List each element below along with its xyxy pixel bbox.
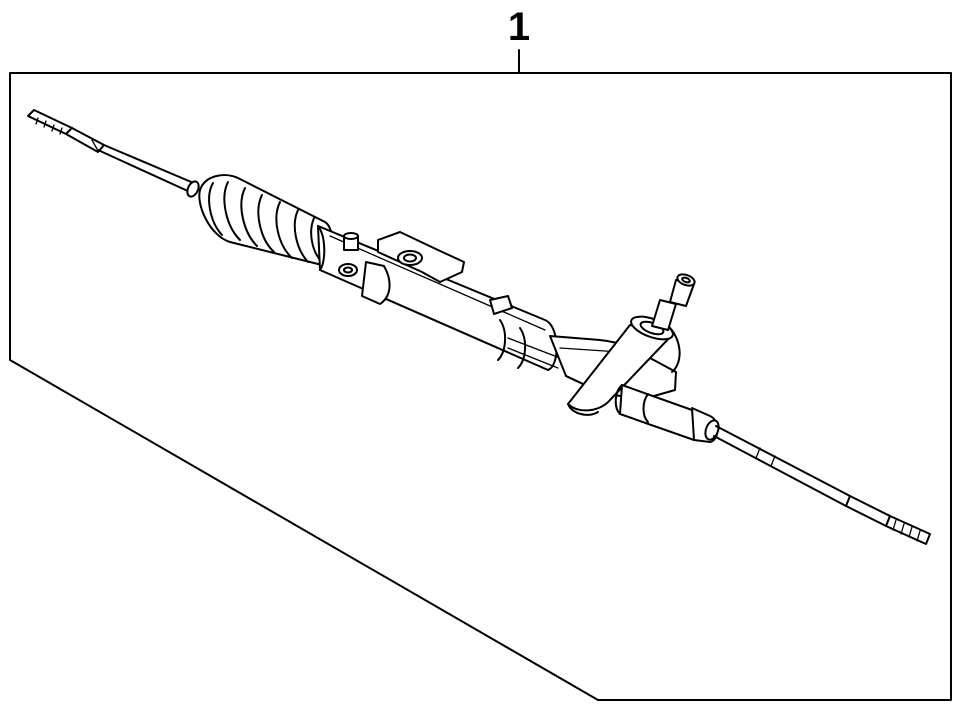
right-housing-end xyxy=(614,384,720,443)
mounting-bracket xyxy=(338,231,513,315)
steering-rack-assembly xyxy=(27,109,931,545)
pinion-shaft xyxy=(567,273,696,416)
rack-housing xyxy=(317,225,561,371)
left-tie-rod xyxy=(27,109,200,198)
callout-number-1: 1 xyxy=(508,5,530,49)
assembly-frame xyxy=(9,72,952,701)
left-bellows-boot xyxy=(198,174,334,266)
right-tie-rod xyxy=(713,425,931,545)
